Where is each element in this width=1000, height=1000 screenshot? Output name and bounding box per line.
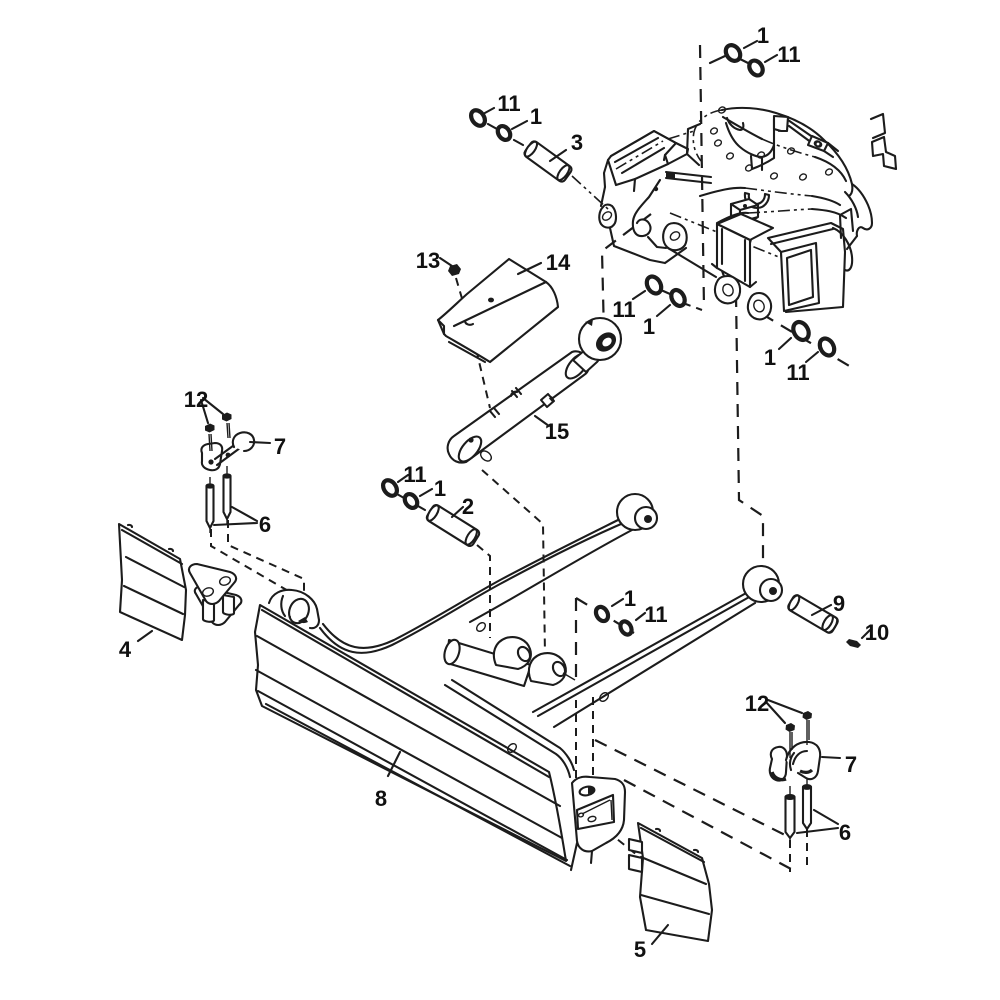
- svg-text:11: 11: [497, 91, 520, 116]
- svg-text:12: 12: [184, 387, 208, 412]
- svg-text:1: 1: [624, 586, 636, 611]
- svg-text:13: 13: [416, 248, 440, 273]
- svg-text:11: 11: [644, 602, 667, 627]
- svg-text:1: 1: [757, 23, 769, 48]
- svg-text:6: 6: [839, 820, 851, 845]
- svg-text:1: 1: [643, 314, 655, 339]
- svg-text:7: 7: [845, 752, 857, 777]
- svg-text:4: 4: [119, 637, 132, 662]
- svg-text:12: 12: [745, 691, 769, 716]
- svg-text:1: 1: [434, 476, 446, 501]
- svg-text:11: 11: [403, 462, 426, 487]
- svg-text:10: 10: [865, 620, 889, 645]
- svg-text:7: 7: [274, 434, 286, 459]
- svg-text:9: 9: [833, 591, 845, 616]
- svg-text:11: 11: [786, 360, 809, 385]
- svg-text:8: 8: [375, 786, 387, 811]
- svg-text:6: 6: [259, 512, 271, 537]
- svg-text:1: 1: [530, 104, 542, 129]
- svg-text:11: 11: [612, 297, 635, 322]
- svg-text:2: 2: [462, 494, 474, 519]
- svg-text:5: 5: [634, 937, 646, 962]
- svg-text:11: 11: [777, 42, 800, 67]
- svg-text:1: 1: [764, 345, 776, 370]
- svg-text:3: 3: [571, 130, 583, 155]
- svg-text:15: 15: [545, 419, 569, 444]
- svg-text:14: 14: [546, 250, 571, 275]
